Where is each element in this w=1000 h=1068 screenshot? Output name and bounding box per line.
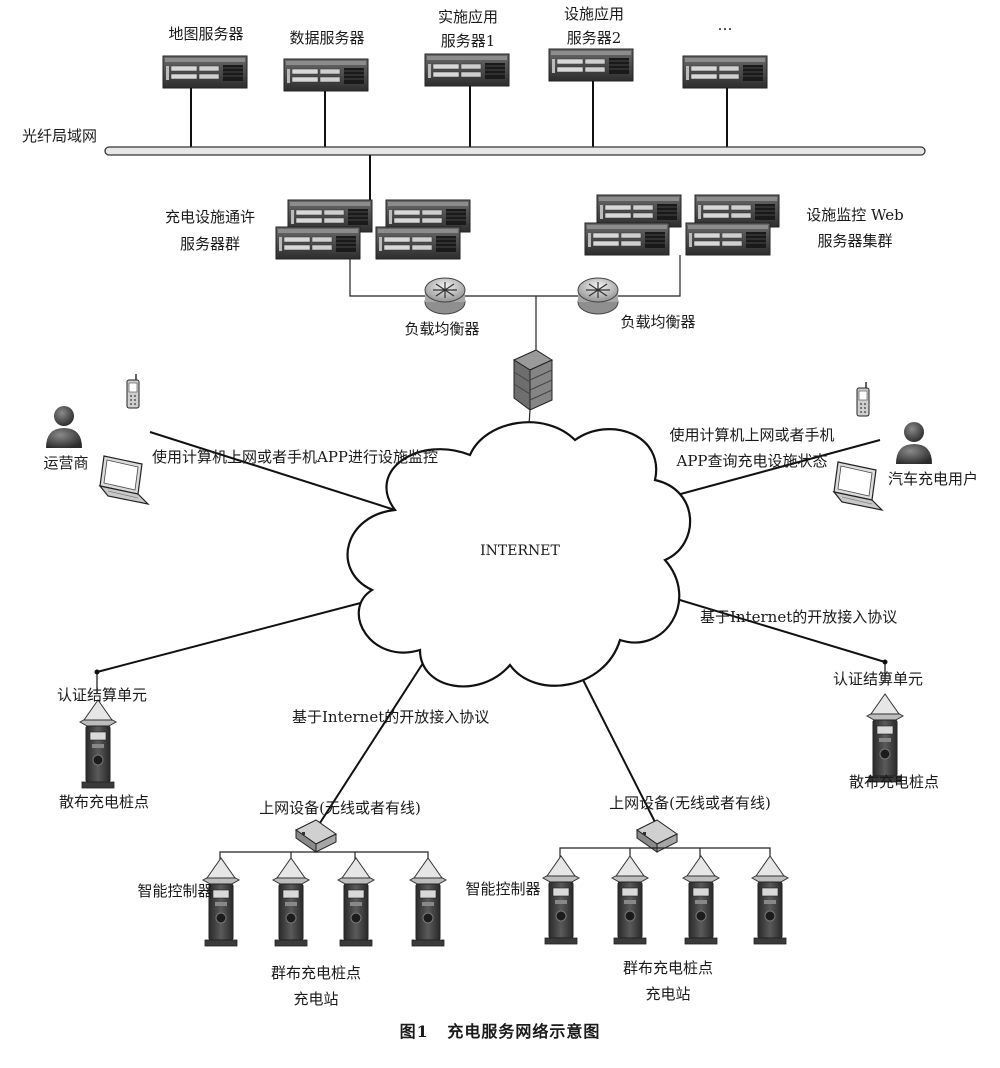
app-server-1-icon xyxy=(424,53,510,87)
cluster-left-label-line1: 群布充电桩点 xyxy=(270,964,362,982)
access-server-icon xyxy=(375,226,461,260)
app-server-1-label-line2: 服务器1 xyxy=(440,32,496,50)
web-server-icon xyxy=(596,194,682,228)
top-server-row xyxy=(162,48,768,150)
cluster-left-pile-icon xyxy=(202,857,240,947)
ev-user-laptop-icon xyxy=(833,461,883,511)
link-operator xyxy=(149,431,396,511)
scattered-pile-right-icon xyxy=(866,693,904,783)
map-server-label: 地图服务器 xyxy=(168,25,244,43)
app-server-2-label-line1: 设施应用 xyxy=(563,5,625,23)
protocol-label-left: 基于Internet的开放接入协议 xyxy=(292,708,490,726)
operator-person-icon xyxy=(46,406,82,448)
access-server-group xyxy=(275,199,471,260)
operator-phone-icon xyxy=(126,373,140,409)
ev-user-label: 汽车充电用户 xyxy=(887,470,979,488)
access-server-icon xyxy=(275,226,361,260)
load-balancer-1-icon xyxy=(424,277,466,315)
operator-laptop-icon xyxy=(99,455,149,505)
load-balancer-link xyxy=(349,255,681,297)
cluster-right-label-line2: 充电站 xyxy=(645,985,691,1003)
cluster-right-controller-label: 智能控制器 xyxy=(465,880,541,898)
cluster-left-pile-icon xyxy=(409,857,447,947)
more-server-icon xyxy=(682,55,768,89)
app-server-1-label-line1: 实施应用 xyxy=(437,8,499,26)
internet-cloud xyxy=(346,421,692,688)
ev-user-person-icon xyxy=(896,422,932,464)
cluster-right-pile-icon xyxy=(542,855,580,945)
app-server-2-icon xyxy=(548,48,634,82)
network-device-left-icon xyxy=(295,819,337,853)
figure-number: 图1 xyxy=(399,1022,429,1041)
scattered-right-unit-label: 认证结算单元 xyxy=(832,670,924,688)
load-balancer-2-label: 负载均衡器 xyxy=(620,313,696,331)
web-server-group xyxy=(584,194,780,256)
scattered-right-label: 散布充电桩点 xyxy=(848,773,940,791)
data-server-label: 数据服务器 xyxy=(289,29,365,47)
web-server-icon xyxy=(584,222,670,256)
cluster-left-controller-label: 智能控制器 xyxy=(137,882,213,900)
scattered-pile-left-icon xyxy=(79,699,117,789)
cluster-right-pile-icon xyxy=(751,855,789,945)
web-server-icon xyxy=(694,194,780,228)
data-server-icon xyxy=(283,58,369,92)
link-scattered-left xyxy=(96,599,373,673)
link-scattered-right xyxy=(659,593,886,663)
load-balancer-2-icon xyxy=(577,277,619,315)
ev-user-link-text-line1: 使用计算机上网或者手机 xyxy=(669,426,835,444)
access-group-label-line1: 充电设施通许 xyxy=(164,208,256,226)
link-cluster-right xyxy=(574,663,658,827)
cluster-left-pile-icon xyxy=(272,857,310,947)
ev-user-phone-icon xyxy=(856,381,870,417)
cluster-left-device-label: 上网设备(无线或者有线) xyxy=(259,799,421,817)
web-group-label-line1: 设施监控 Web xyxy=(806,206,904,224)
operator-label: 运营商 xyxy=(43,454,89,472)
figure-title: 充电服务网络示意图 xyxy=(447,1022,601,1041)
fiber-lan-label: 光纤局域网 xyxy=(22,127,98,145)
scattered-left-label: 散布充电桩点 xyxy=(58,793,150,811)
network-device-right-icon xyxy=(636,819,678,853)
cluster-right-pile-icon xyxy=(611,855,649,945)
link-cluster-left xyxy=(317,659,426,827)
scattered-left-unit-label: 认证结算单元 xyxy=(56,686,148,704)
internet-label: INTERNET xyxy=(480,543,560,559)
firewall-icon xyxy=(512,349,554,411)
cluster-right-device-label: 上网设备(无线或者有线) xyxy=(609,794,771,812)
protocol-label-right: 基于Internet的开放接入协议 xyxy=(700,608,898,626)
ev-user-link-text-line2: APP查询充电设施状态 xyxy=(676,452,828,470)
cluster-right-pile-icon xyxy=(682,855,720,945)
app-server-2-label-line2: 服务器2 xyxy=(566,29,622,47)
figure-caption: 图1 充电服务网络示意图 xyxy=(0,1018,1000,1042)
web-server-icon xyxy=(685,222,771,256)
more-servers-label: … xyxy=(717,16,733,34)
cluster-left-pile-icon xyxy=(337,857,375,947)
operator-link-text: 使用计算机上网或者手机APP进行设施监控 xyxy=(152,448,439,466)
access-group-label-line2: 服务器群 xyxy=(179,235,241,253)
load-balancer-1-label: 负载均衡器 xyxy=(404,320,480,338)
cluster-left-label-line2: 充电站 xyxy=(293,990,339,1008)
map-server-icon xyxy=(162,55,248,89)
fiber-lan-bus xyxy=(104,146,926,156)
web-group-label-line2: 服务器集群 xyxy=(817,232,893,250)
cluster-right-label-line1: 群布充电桩点 xyxy=(622,959,714,977)
